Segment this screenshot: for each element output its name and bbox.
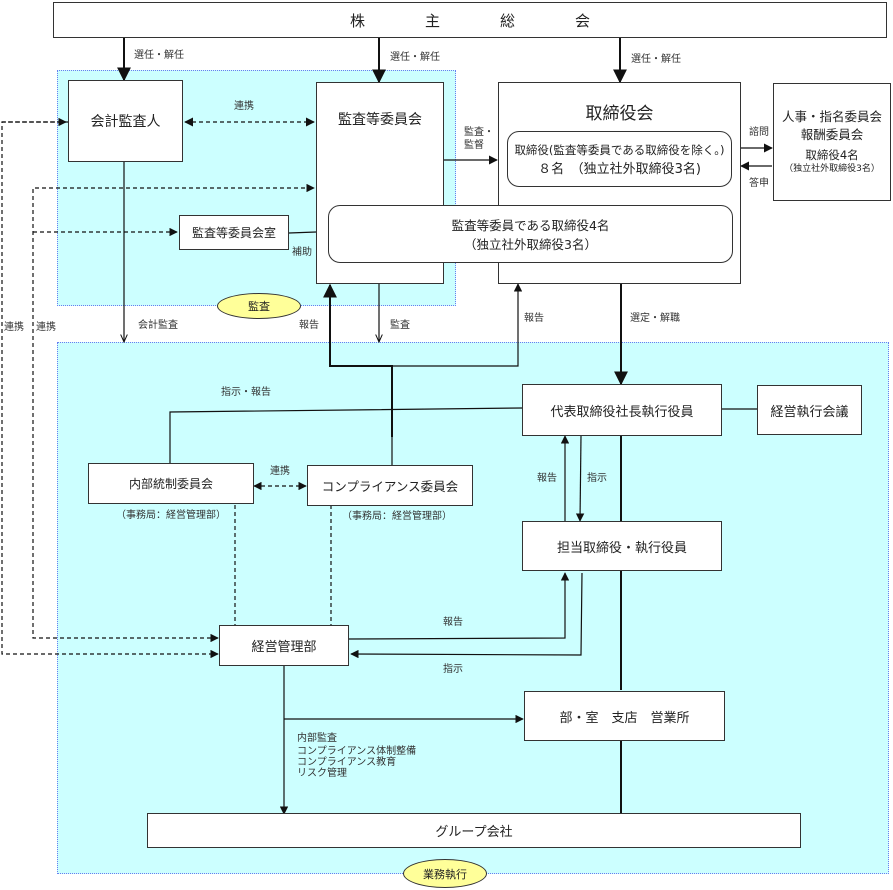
management-dept-label: 経営管理部 — [251, 640, 317, 655]
audit-committee-office-box: 監査等委員会室 — [179, 215, 289, 250]
shareholders-label: 株 主 総 会 — [349, 11, 590, 30]
edge-report-to-audit-committee — [323, 283, 393, 437]
edge-cooperation-left-outer — [1, 121, 219, 659]
nomination-committee-line2: 報酬委員会 — [800, 126, 864, 142]
shareholders-meeting: 株 主 総 会 — [53, 2, 887, 38]
board-directors-line2: ８名 （独立社外取締役3名) — [538, 161, 701, 177]
label-instruct-report: 指示・報告 — [221, 387, 271, 398]
duty-compliance-system: コンプライアンス体制整備 — [297, 746, 417, 757]
label-cooperation-mid: 連携 — [270, 466, 290, 477]
edge-cooperation-left-inner — [32, 183, 315, 643]
execution-badge: 業務執行 — [403, 859, 487, 888]
execution-region — [57, 342, 889, 874]
group-companies-label: グループ会社 — [435, 825, 513, 840]
label-consult: 諮問 — [749, 127, 769, 138]
accounting-auditor-box: 会計監査人 — [68, 80, 183, 162]
nomination-committee-line1: 人事・指名委員会 — [781, 109, 882, 125]
officers-box: 担当取締役・執行役員 — [522, 521, 722, 571]
label-instruct-1: 指示 — [587, 473, 607, 484]
compliance-committee-box: コンプライアンス委員会 — [307, 465, 473, 506]
duty-compliance-education: コンプライアンス教育 — [297, 757, 397, 768]
label-elect-dismiss-2: 選任・解任 — [390, 52, 440, 63]
label-cooperation-left-2: 連携 — [36, 322, 56, 333]
compliance-secretariat: （事務局：経営管理部） — [342, 511, 452, 522]
label-cooperation-left-1: 連携 — [4, 322, 24, 333]
duty-internal-audit: 内部監査 — [297, 733, 337, 744]
accounting-auditor-label: 会計監査人 — [90, 114, 161, 130]
label-audit-supervise-1: 監査・ — [464, 127, 494, 138]
board-directors-line1: 取締役(監査等委員である取締役を除く。) — [514, 142, 725, 157]
departments-label: 部・室 支店 営業所 — [559, 710, 690, 726]
label-report-3: 報告 — [537, 473, 557, 484]
audit-directors-line2: （独立社外取締役3名） — [464, 237, 597, 252]
label-accounting-audit: 会計監査 — [138, 320, 178, 331]
audit-badge-label: 監査 — [248, 300, 270, 313]
duty-risk-management: リスク管理 — [297, 768, 347, 779]
officers-label: 担当取締役・執行役員 — [556, 540, 687, 556]
label-report-4: 報告 — [443, 617, 463, 628]
label-report-back: 答申 — [749, 178, 769, 189]
label-assist: 補助 — [292, 247, 312, 258]
management-dept-box: 経営管理部 — [219, 625, 349, 666]
label-report-1: 報告 — [299, 320, 319, 331]
audit-directors-box: 監査等委員である取締役4名 （独立社外取締役3名） — [328, 205, 733, 263]
nomination-committee-line3: 取締役4名 — [805, 148, 859, 163]
label-instruct-2: 指示 — [443, 664, 463, 675]
internal-control-committee-box: 内部統制委員会 — [88, 463, 254, 504]
audit-committee-label: 監査等委員会 — [338, 112, 422, 128]
board-directors-box: 取締役(監査等委員である取締役を除く。) ８名 （独立社外取締役3名) — [507, 131, 732, 187]
edge-assist — [288, 231, 317, 234]
group-companies-box: グループ会社 — [147, 813, 801, 848]
management-meeting-label: 経営執行会議 — [770, 404, 849, 420]
label-audit-supervise-2: 監督 — [464, 140, 484, 151]
president-box: 代表取締役社長執行役員 — [522, 384, 722, 436]
president-label: 代表取締役社長執行役員 — [550, 404, 694, 420]
internal-control-committee-label: 内部統制委員会 — [128, 477, 213, 491]
edge-instruct-officers-mgmt — [350, 572, 583, 659]
nomination-committee-box: 人事・指名委員会 報酬委員会 取締役4名 （独立社外取締役3名） — [773, 83, 891, 201]
audit-directors-line1: 監査等委員である取締役4名 — [451, 218, 610, 233]
label-elect-dismiss-3: 選任・解任 — [631, 54, 681, 65]
compliance-committee-label: コンプライアンス委員会 — [321, 479, 459, 494]
label-elect-dismiss-1: 選任・解任 — [134, 50, 184, 61]
label-cooperation-top: 連携 — [234, 101, 254, 112]
board-title: 取締役会 — [585, 104, 654, 124]
management-meeting-box: 経営執行会議 — [757, 385, 862, 435]
edge-report-mgmt-officers — [348, 572, 570, 640]
label-select-dismiss: 選定・解職 — [630, 313, 680, 324]
execution-badge-label: 業務執行 — [423, 867, 467, 881]
edge-instruct-president-officers — [575, 435, 585, 522]
nomination-committee-line4: （独立社外取締役3名） — [784, 164, 880, 175]
label-audit: 監査 — [390, 320, 410, 331]
edge-report-to-board — [392, 283, 523, 367]
label-report-2: 報告 — [524, 313, 544, 324]
departments-box: 部・室 支店 営業所 — [524, 691, 725, 741]
audit-badge: 監査 — [217, 293, 301, 319]
audit-committee-office-label: 監査等委員会室 — [191, 226, 276, 240]
internal-control-secretariat: （事務局：経営管理部） — [116, 510, 226, 521]
management-duties-list: 内部監査 コンプライアンス体制整備 コンプライアンス教育 リスク管理 — [297, 733, 416, 779]
edge-instruct-report — [169, 407, 523, 463]
